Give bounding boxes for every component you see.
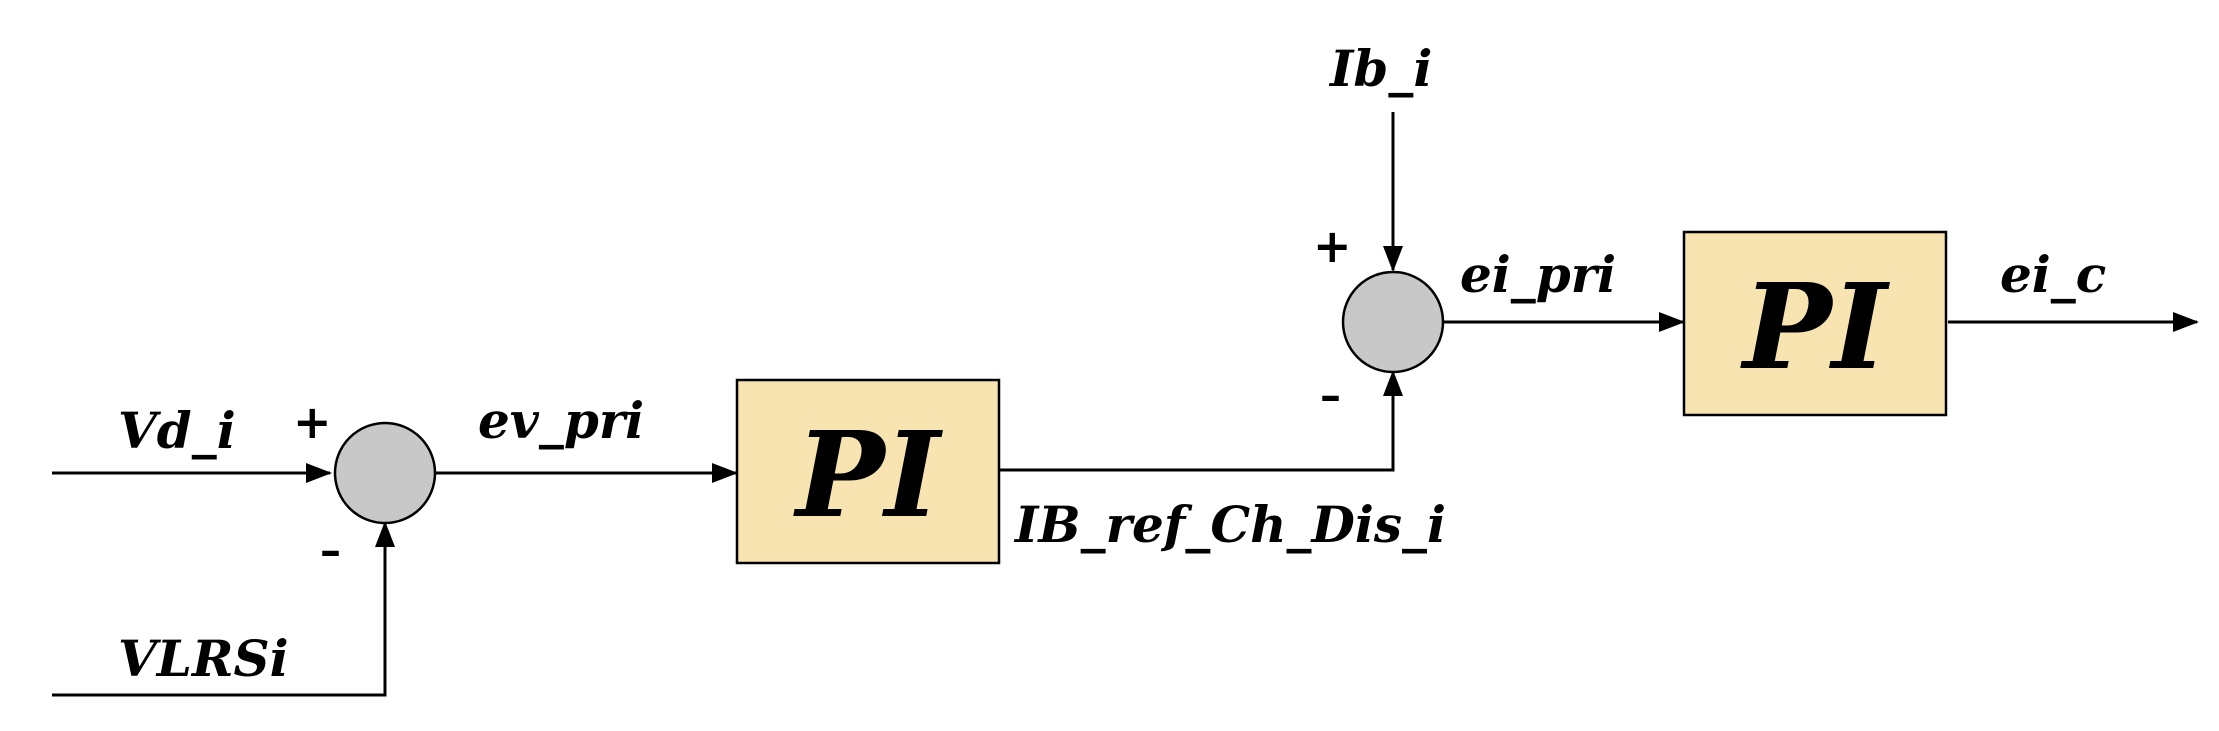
signal-label-ev-pri: ev_pri [478,391,644,450]
wire-ib-ref [999,370,1403,472]
pi-block-current [1682,230,1948,417]
pi-block-voltage-label: PI [793,405,944,544]
wire-vlrsi-input [52,521,395,697]
signal-label-ei-c: ei_c [2000,245,2106,304]
pi-block-voltage [735,378,1001,565]
pi-block-current-label: PI [1740,257,1891,396]
signal-label-ib-i: Ib_i [1328,39,1432,98]
signal-label-ib-ref: IB_ref_Ch_Dis_i [1013,495,1446,554]
sign-plus-voltage: + [293,395,332,449]
summing-junction-voltage [333,421,437,525]
summing-junction-current [1341,270,1445,374]
sign-plus-current: + [1313,219,1352,273]
sign-minus-current: – [1320,371,1341,420]
sign-minus-voltage: – [320,526,341,575]
signal-label-ei-pri: ei_pri [1460,245,1616,304]
signal-label-vlrsi: VLRSi [118,629,289,688]
signal-label-vd-i: Vd_i [118,401,236,460]
